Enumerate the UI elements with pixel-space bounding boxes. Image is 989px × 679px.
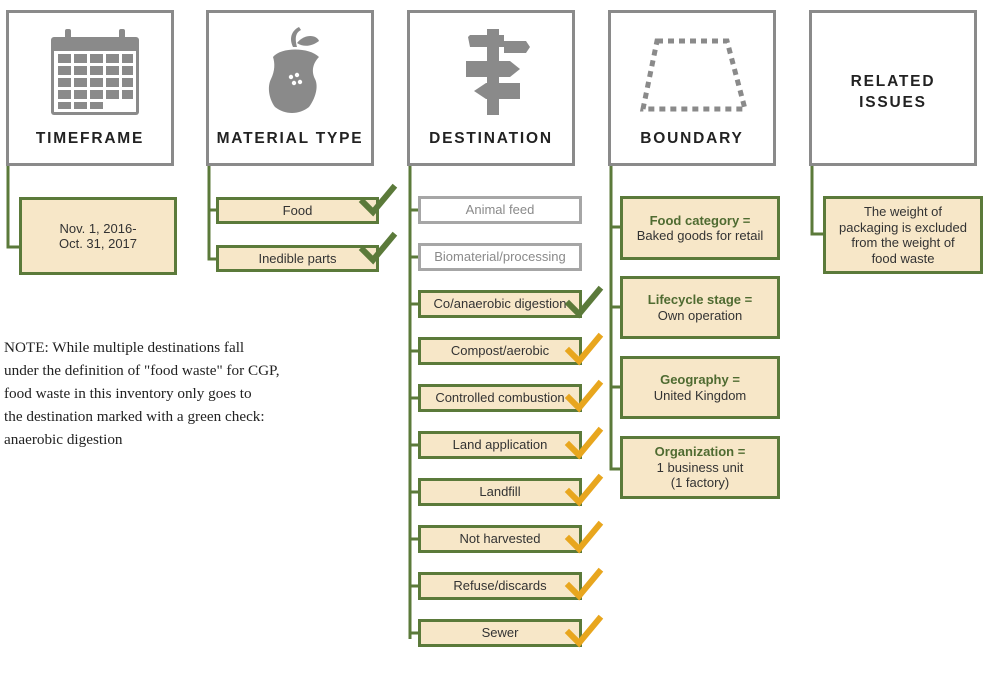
- boundary-box-lifecycle-stage: Lifecycle stage = Own operation: [620, 276, 780, 339]
- boundary-title: BOUNDARY: [640, 130, 744, 147]
- destination-label: Co/anaerobic digestion: [433, 296, 567, 312]
- destination-label: Controlled combustion: [435, 390, 565, 406]
- related-issues-line2: packaging is excluded: [839, 219, 967, 235]
- yellow-check-icon: [564, 567, 604, 601]
- boundary-value-line2: (1 factory): [670, 475, 730, 491]
- boundary-box-organization: Organization = 1 business unit (1 factor…: [620, 436, 780, 499]
- destination-box: Land application: [418, 431, 582, 459]
- destination-label: Sewer: [481, 625, 519, 641]
- boundary-value: Baked goods for retail: [636, 228, 764, 243]
- yellow-check-icon: [564, 473, 604, 507]
- related-issues-title-line2: ISSUES: [859, 94, 927, 111]
- destination-label: Landfill: [479, 484, 521, 500]
- destination-box: Refuse/discards: [418, 572, 582, 600]
- destination-label: Biomaterial/processing: [434, 249, 566, 265]
- note-line: food waste in this inventory only goes t…: [4, 385, 252, 402]
- signpost-icon: [466, 29, 530, 115]
- related-issues-box: The weight of packaging is excluded from…: [823, 196, 983, 274]
- apple-core-icon: [268, 27, 319, 113]
- note-line: anaerobic digestion: [4, 431, 123, 448]
- destination-label: Land application: [452, 437, 548, 453]
- note-text: NOTE: While multiple destinations fall u…: [4, 336, 324, 451]
- boundary-box-geography: Geography = United Kingdom: [620, 356, 780, 419]
- related-issues-header: RELATED ISSUES: [809, 10, 977, 166]
- yellow-check-icon: [564, 332, 604, 366]
- yellow-check-icon: [564, 379, 604, 413]
- dotted-boundary-icon: [639, 38, 749, 112]
- timeframe-header: TIMEFRAME: [6, 10, 174, 166]
- destination-label: Not harvested: [459, 531, 541, 547]
- boundary-header: BOUNDARY: [608, 10, 776, 166]
- destination-box: Controlled combustion: [418, 384, 582, 412]
- timeframe-end: Oct. 31, 2017: [58, 236, 138, 251]
- timeframe-start: Nov. 1, 2016-: [59, 220, 137, 236]
- boundary-head: Organization =: [654, 444, 746, 460]
- note-line: NOTE: While multiple destinations fall: [4, 339, 245, 356]
- related-issues-line4: food waste: [871, 250, 935, 266]
- destination-title: DESTINATION: [429, 130, 553, 147]
- boundary-value: United Kingdom: [653, 387, 747, 403]
- related-connector: [810, 166, 825, 236]
- boundary-head: Geography =: [660, 372, 740, 387]
- related-issues-line1: The weight of: [863, 204, 943, 219]
- destination-box: Not harvested: [418, 525, 582, 553]
- material-type-header: MATERIAL TYPE: [206, 10, 374, 166]
- calendar-icon: [51, 29, 139, 115]
- destination-box: Compost/aerobic: [418, 337, 582, 365]
- boundary-value: Own operation: [657, 307, 743, 323]
- boundary-connector: [609, 166, 621, 471]
- destination-label: Animal feed: [465, 202, 535, 218]
- green-check-icon: [358, 183, 398, 217]
- destination-header: DESTINATION: [407, 10, 575, 166]
- destination-box: Sewer: [418, 619, 582, 647]
- destination-label: Compost/aerobic: [450, 343, 550, 359]
- yellow-check-icon: [564, 426, 604, 460]
- destination-box: Co/anaerobic digestion: [418, 290, 582, 318]
- related-issues-line3: from the weight of: [851, 235, 955, 250]
- destination-box: Animal feed: [418, 196, 582, 224]
- boundary-head: Lifecycle stage =: [647, 292, 753, 307]
- material-connector: [207, 166, 217, 261]
- related-issues-title-line1: RELATED: [850, 73, 936, 90]
- boundary-box-food-category: Food category = Baked goods for retail: [620, 196, 780, 260]
- green-check-icon: [358, 231, 398, 265]
- timeframe-title: TIMEFRAME: [35, 130, 145, 147]
- boundary-head: Food category =: [649, 212, 751, 228]
- destination-box: Biomaterial/processing: [418, 243, 582, 271]
- material-box-inedible-parts: Inedible parts: [216, 245, 379, 272]
- yellow-check-icon: [564, 520, 604, 554]
- green-check-icon: [564, 285, 604, 319]
- timeframe-box: Nov. 1, 2016- Oct. 31, 2017: [19, 197, 177, 275]
- yellow-check-icon: [564, 614, 604, 648]
- note-line: under the definition of "food waste" for…: [4, 362, 280, 379]
- destination-label: Refuse/discards: [453, 578, 547, 594]
- material-label: Food: [282, 202, 313, 218]
- boundary-value: 1 business unit: [656, 459, 744, 475]
- material-type-title: MATERIAL TYPE: [216, 130, 364, 147]
- material-label: Inedible parts: [258, 250, 337, 266]
- note-line: the destination marked with a green chec…: [4, 408, 265, 425]
- timeframe-connector: [6, 166, 19, 249]
- destination-box: Landfill: [418, 478, 582, 506]
